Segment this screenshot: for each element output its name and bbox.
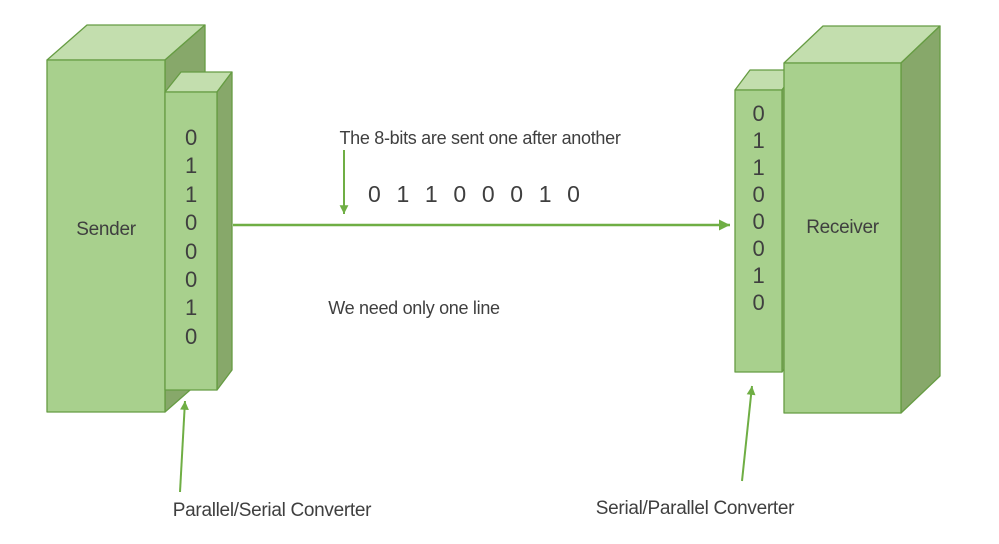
receiver-parallel-bits: 0 1 1 0 0 0 1 0	[735, 100, 782, 316]
bit: 0	[510, 181, 524, 207]
bit: 1	[424, 181, 438, 207]
serial-note-text: The 8-bits are sent one after another	[339, 128, 621, 148]
bit: 1	[752, 263, 765, 288]
receiver-converter-front-face	[734, 89, 783, 373]
sender-parallel-bits: 0 1 1 0 0 0 1 0	[165, 124, 217, 351]
bit: 0	[185, 266, 197, 292]
sender-converter-side-face	[216, 71, 233, 391]
parallel-serial-converter-arrow	[179, 400, 189, 493]
sender-box-front-face	[46, 59, 166, 413]
receiver-box-side-face	[900, 25, 941, 414]
bit: 0	[752, 290, 765, 315]
bit: 0	[752, 236, 765, 261]
serial-parallel-converter-label: Serial/Parallel Converter	[595, 498, 795, 519]
sender-label: Sender	[76, 219, 136, 240]
bit: 1	[185, 181, 197, 207]
serial-parallel-converter-arrow	[741, 385, 756, 482]
parallel-serial-converter-label: Parallel/Serial Converter	[172, 500, 372, 521]
bit: 1	[185, 295, 197, 321]
bit: 1	[752, 128, 765, 153]
bit: 0	[185, 210, 197, 236]
serial-bit-stream: 0 1 1 0 0 0 1 0	[368, 181, 580, 207]
bit: 0	[481, 181, 495, 207]
receiver-box-3d	[783, 25, 941, 414]
bit: 0	[185, 125, 197, 150]
bit: 1	[185, 153, 197, 179]
bit: 0	[567, 181, 580, 207]
sender-converter-front-face	[164, 91, 218, 391]
bit: 1	[396, 181, 410, 207]
bit: 1	[752, 155, 765, 180]
sender-converter-box-3d	[164, 71, 233, 391]
bit: 0	[185, 238, 197, 264]
bit: 0	[752, 101, 765, 126]
receiver-box-front-face	[783, 62, 902, 414]
bit: 0	[453, 181, 467, 207]
bit: 0	[368, 181, 381, 207]
bit: 0	[185, 323, 197, 349]
bit: 1	[538, 181, 552, 207]
receiver-label: Receiver	[806, 217, 879, 238]
bit: 0	[752, 209, 765, 234]
one-line-note-text: We need only one line	[328, 298, 500, 318]
bit: 0	[752, 182, 765, 207]
